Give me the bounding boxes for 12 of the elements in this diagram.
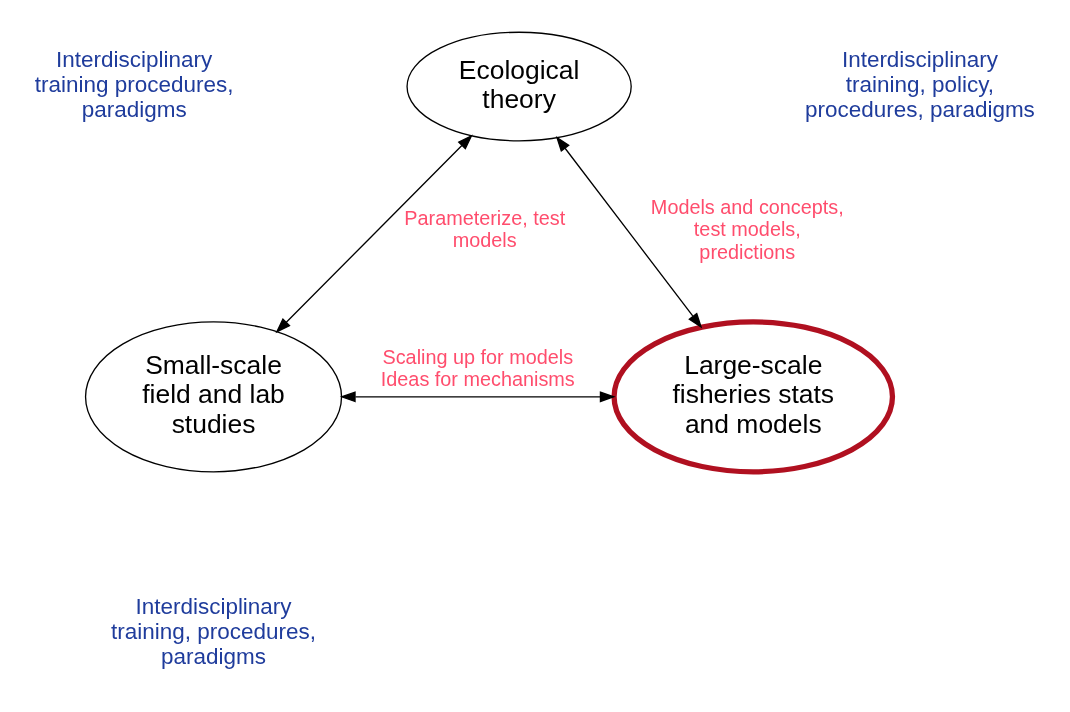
edge-label: Scaling up for models Ideas for mechanisms — [380, 345, 575, 390]
node-ellipse: Small-scale field and lab studies — [84, 320, 343, 472]
label: Interdisciplinary training procedures, paradigms — [34, 46, 234, 122]
label: Interdisciplinary training, procedures, paradigms — [111, 593, 316, 669]
label: Interdisciplinary training, policy, procedures, paradigms — [805, 46, 1035, 122]
arrow — [555, 135, 703, 328]
edge-label: Parameterize, test models — [404, 206, 566, 251]
node-ellipse: Ecological theory — [406, 31, 632, 141]
arrow — [275, 134, 473, 333]
node-ellipse: Large-scale fisheries stats and models — [611, 318, 896, 474]
edge-label: Models and concepts, test models, predictions — [650, 195, 844, 263]
arrow — [339, 390, 616, 402]
